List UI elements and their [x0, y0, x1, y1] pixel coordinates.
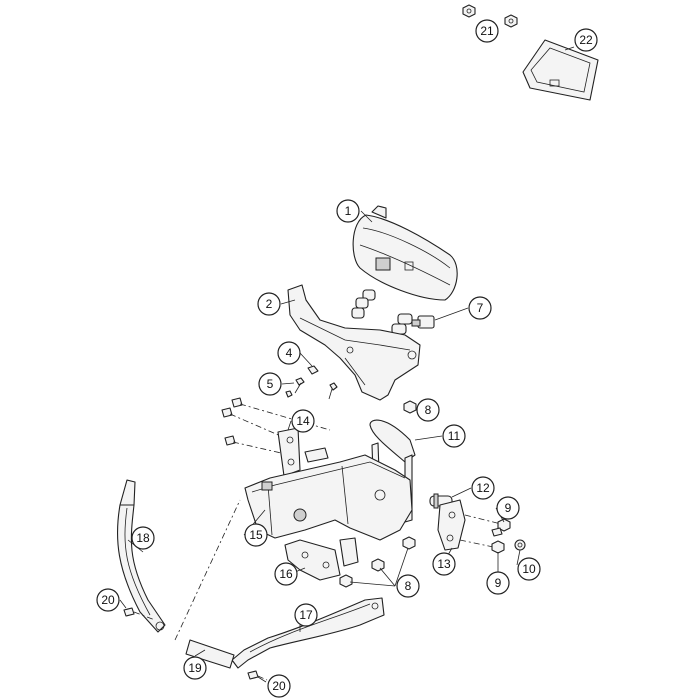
- svg-text:8: 8: [425, 403, 432, 417]
- part-8-nut-upper: [403, 400, 417, 414]
- svg-text:22: 22: [579, 33, 593, 47]
- callout-9-lower: 9: [486, 571, 510, 595]
- part-20-bolt-left: [123, 607, 156, 621]
- part-18-left-strut: [116, 479, 166, 633]
- part-14-bracket: [277, 427, 329, 477]
- callout-8-upper: 8: [416, 398, 440, 422]
- callout-17: 17: [294, 603, 318, 627]
- part-15-main-frame: [244, 454, 413, 541]
- svg-text:21: 21: [480, 24, 494, 38]
- svg-text:20: 20: [101, 593, 115, 607]
- svg-text:10: 10: [522, 562, 536, 576]
- callout-10: 10: [517, 557, 541, 581]
- part-20-bolt-bottom: [247, 670, 268, 681]
- callout-9-upper: 9: [496, 496, 520, 520]
- callout-15: 15: [244, 523, 268, 547]
- callout-8-lower: 8: [396, 574, 420, 598]
- svg-text:7: 7: [477, 301, 484, 315]
- callout-11: 11: [442, 424, 466, 448]
- cluster-grommets: [351, 289, 413, 335]
- svg-text:9: 9: [505, 501, 512, 515]
- svg-text:1: 1: [345, 204, 352, 218]
- svg-text:15: 15: [249, 528, 263, 542]
- svg-text:5: 5: [267, 377, 274, 391]
- part-16-lower-bracket: [284, 537, 359, 581]
- part-19-rod: [174, 499, 241, 669]
- callout-16: 16: [274, 562, 298, 586]
- callout-7: 7: [468, 296, 492, 320]
- svg-text:20: 20: [272, 679, 286, 693]
- callout-4: 4: [277, 341, 301, 365]
- callout-19: 19: [183, 656, 207, 680]
- leader-lines: [119, 20, 575, 683]
- part-22-pad: [522, 39, 599, 101]
- callout-5: 5: [258, 372, 282, 396]
- part-8-nuts-lower: [339, 536, 416, 588]
- part-1-instrument-cluster: [352, 205, 458, 301]
- callout-13: 13: [432, 552, 456, 576]
- svg-text:8: 8: [405, 579, 412, 593]
- svg-text:4: 4: [286, 346, 293, 360]
- callout-2: 2: [257, 292, 281, 316]
- callout-21: 21: [475, 19, 499, 43]
- svg-text:14: 14: [296, 414, 310, 428]
- parts-9-10-fasteners: [491, 518, 526, 554]
- svg-text:2: 2: [266, 297, 273, 311]
- svg-text:13: 13: [437, 557, 451, 571]
- svg-text:18: 18: [136, 531, 150, 545]
- callout-12: 12: [471, 476, 495, 500]
- callout-14: 14: [291, 409, 315, 433]
- callout-1: 1: [336, 199, 360, 223]
- callout-20-bottom: 20: [267, 674, 291, 698]
- svg-text:16: 16: [279, 567, 293, 581]
- svg-text:19: 19: [188, 661, 202, 675]
- svg-text:12: 12: [476, 481, 490, 495]
- svg-text:9: 9: [495, 576, 502, 590]
- callout-18: 18: [131, 526, 155, 550]
- part-7-connector: [411, 315, 435, 329]
- callout-22: 22: [574, 28, 598, 52]
- left-mounting-bolts: [221, 397, 331, 456]
- svg-text:11: 11: [448, 429, 461, 443]
- part-2-bracket: [287, 284, 421, 401]
- callout-20-left: 20: [96, 588, 120, 612]
- svg-text:17: 17: [299, 608, 313, 622]
- part-21-nuts: [462, 4, 518, 28]
- parts-4-5-screws: [285, 365, 338, 400]
